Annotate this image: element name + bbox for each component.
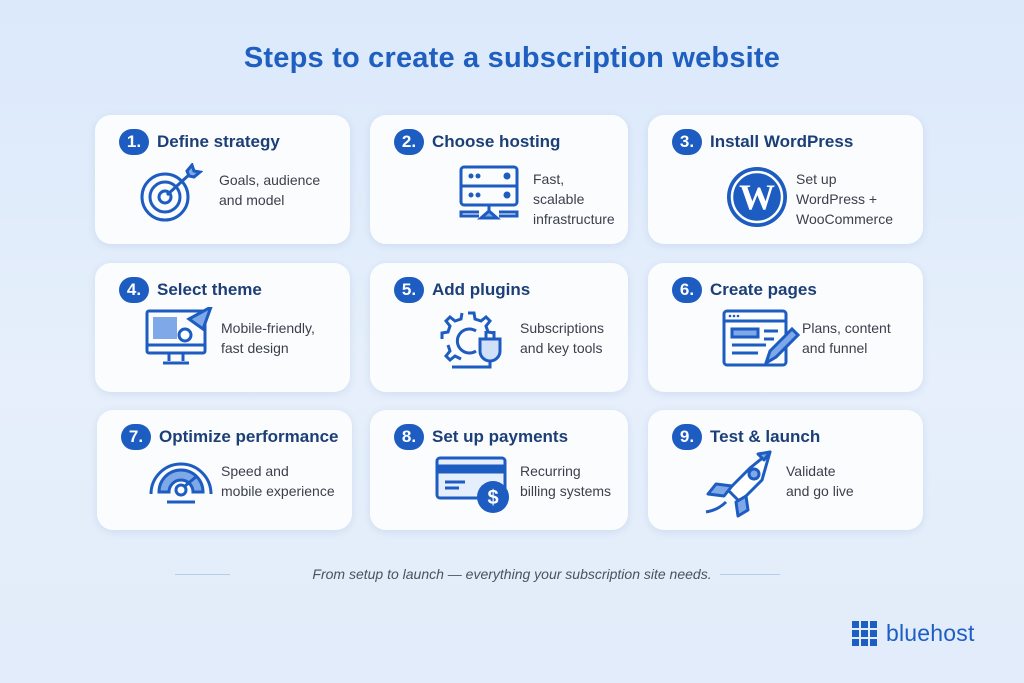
divider-right — [720, 574, 780, 575]
svg-text:$: $ — [487, 487, 498, 509]
step-title: Create pages — [710, 280, 817, 299]
step-number-badge: 1. — [119, 129, 149, 155]
step-title: Select theme — [157, 280, 262, 299]
step-title: Add plugins — [432, 280, 531, 299]
brand-name: bluehost — [886, 620, 975, 646]
step-number-badge: 2. — [394, 129, 424, 155]
step-title: Install WordPress — [710, 132, 854, 151]
tagline: From setup to launch — everything your s… — [312, 566, 712, 582]
wordpress-logo-icon: W — [727, 167, 787, 227]
svg-text:W: W — [739, 177, 775, 217]
step-title: Optimize performance — [159, 427, 339, 446]
step-title: Define strategy — [157, 132, 280, 151]
server-icon — [459, 165, 519, 220]
page-edit-icon — [722, 309, 800, 367]
bluehost-logo: bluehost — [852, 620, 975, 647]
credit-card-dollar-icon: $ — [435, 456, 509, 513]
step-title: Set up payments — [432, 427, 569, 446]
step-number-badge: 3. — [672, 129, 702, 155]
step-number-badge: 4. — [119, 277, 149, 303]
step-number-badge: 9. — [672, 424, 702, 450]
step-title: Test & launch — [710, 427, 821, 446]
step-number-badge: 5. — [394, 277, 424, 303]
step-title: Choose hosting — [432, 132, 561, 151]
bluehost-grid-icon — [852, 621, 877, 646]
step-number-badge: 7. — [121, 424, 151, 450]
step-card-4: 4. Select theme Mobile-friendly,fast desi… — [95, 263, 350, 392]
target-icon — [140, 163, 203, 222]
rocket-icon — [705, 450, 772, 518]
page-title: Steps to create a subscription website — [243, 42, 781, 74]
step-description: Mobile-friendly,fast design — [221, 320, 315, 356]
step-number-badge: 8. — [394, 424, 424, 450]
speedometer-icon — [149, 462, 213, 504]
gear-plug-icon — [440, 311, 502, 369]
step-number-badge: 6. — [672, 277, 702, 303]
divider-left — [175, 574, 230, 575]
monitor-brush-icon — [145, 307, 213, 365]
